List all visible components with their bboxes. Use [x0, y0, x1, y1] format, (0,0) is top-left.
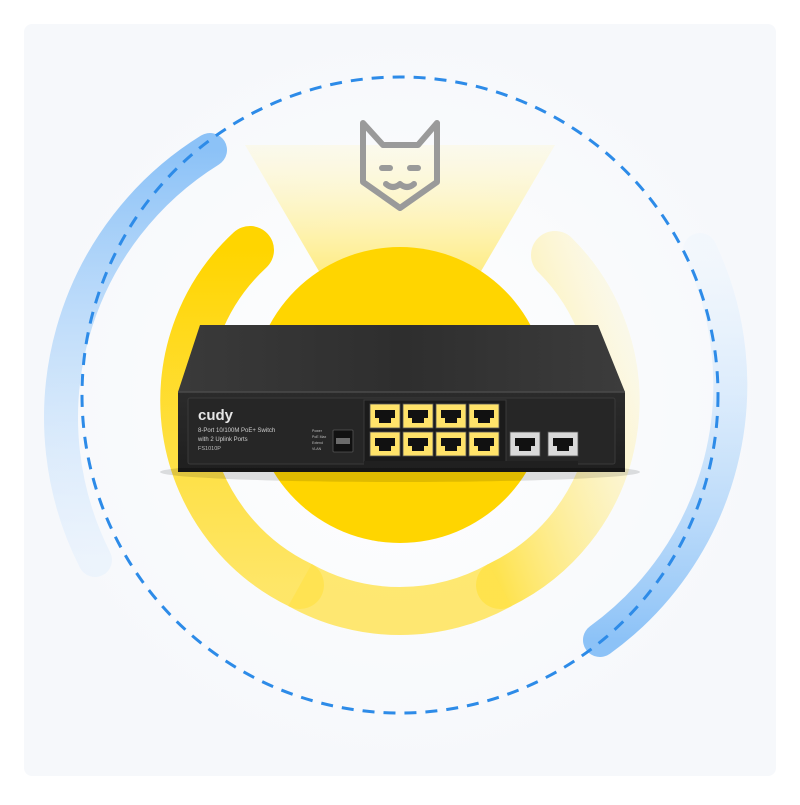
poe-port-7[interactable] [435, 431, 467, 457]
cat-face-icon [360, 120, 440, 211]
poe-port-8[interactable] [468, 431, 500, 457]
indicator-label-vlan: VLAN [312, 447, 322, 451]
mode-switch-knob[interactable] [336, 438, 350, 444]
poe-port-6[interactable] [402, 431, 434, 457]
poe-port-3[interactable] [435, 403, 467, 429]
yellow-arc-bottom [288, 563, 512, 636]
dashed-orbit [80, 75, 720, 715]
light-beam [245, 145, 555, 290]
device-model: FS1010P [198, 446, 221, 452]
switch-top-cover [178, 325, 625, 392]
uplink-port-1[interactable] [509, 431, 541, 457]
indicator-label-power: Power [312, 429, 323, 433]
brand-logo: cudy [198, 407, 234, 424]
uplink-port-group [509, 431, 579, 457]
blue-arc-right [583, 233, 748, 657]
device-description-line2: with 2 Uplink Ports [197, 437, 248, 443]
poe-port-2[interactable] [402, 403, 434, 429]
poe-port-5[interactable] [369, 431, 401, 457]
indicator-label-poe: PoE Max [312, 435, 326, 439]
poe-port-1[interactable] [369, 403, 401, 429]
device-description-line1: 8-Port 10/100M PoE+ Switch [198, 428, 275, 434]
poe-port-group [369, 403, 500, 457]
indicator-label-extend: Extend [312, 441, 323, 445]
uplink-port-2[interactable] [547, 431, 579, 457]
poe-port-4[interactable] [468, 403, 500, 429]
network-switch: cudy 8-Port 10/100M PoE+ Switch with 2 U… [178, 325, 625, 472]
